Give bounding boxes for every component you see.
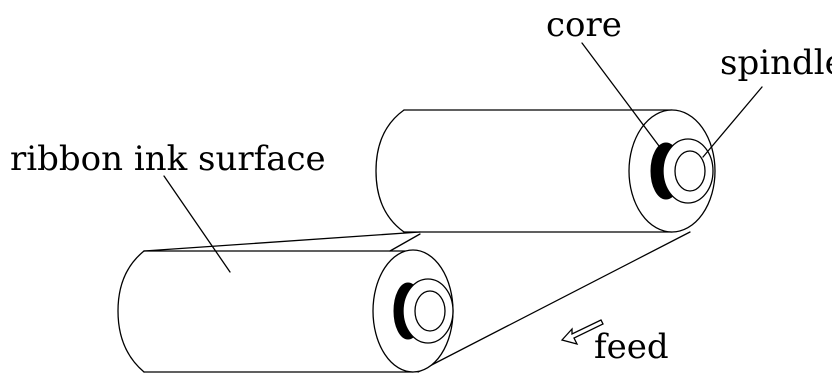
lower-roll-body — [117, 250, 145, 373]
ribbon-top-edge — [143, 231, 421, 252]
feed-arrow-icon — [560, 319, 604, 345]
lower-roll — [117, 249, 454, 373]
feed-label: feed — [594, 327, 669, 367]
ribbon-feed-edge — [417, 231, 691, 373]
spindle-leader-line — [702, 86, 763, 158]
ribbon-web — [143, 231, 691, 373]
lower-spindle — [414, 290, 446, 332]
core-leader-line — [581, 42, 663, 151]
upper-roll-body — [375, 109, 405, 233]
upper-roll — [375, 109, 716, 233]
ribbon-ink-surface-label: ribbon ink surface — [10, 139, 326, 179]
ribbon-fold-line — [389, 233, 421, 252]
ink-surface-leader-line — [163, 175, 231, 273]
upper-spindle — [674, 150, 706, 192]
core-label: core — [546, 5, 622, 45]
spindle-label: spindle — [720, 43, 832, 83]
